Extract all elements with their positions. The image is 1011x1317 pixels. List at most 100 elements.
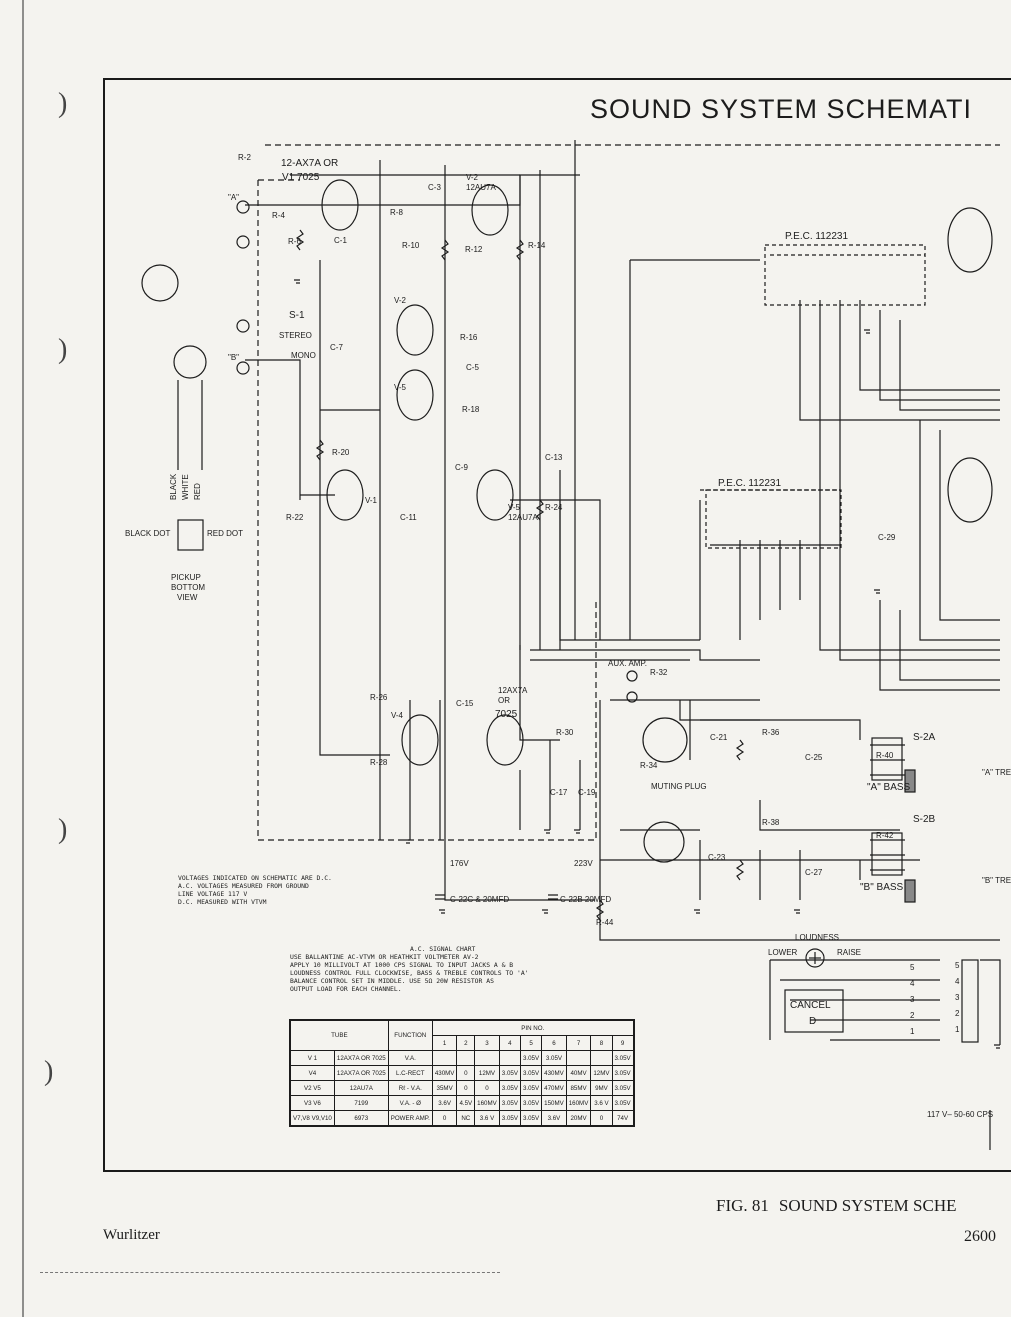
cell-pos: V7,V8 V9,V10 xyxy=(289,1110,335,1127)
cell-pin xyxy=(431,1050,458,1066)
pin-header: 3 xyxy=(474,1035,500,1051)
cell-pin: 74V xyxy=(611,1110,635,1127)
input-a-label: "A" xyxy=(228,193,239,202)
cell-pin: 3.05V xyxy=(519,1110,543,1127)
table-row: V7,V8 V9,V10 6973 POWER AMP. 0 NC 3.6 V … xyxy=(289,1110,635,1127)
header-tube: TUBE xyxy=(289,1019,389,1051)
capacitor-label: C-3 xyxy=(428,183,441,192)
wire-number-1: 1 xyxy=(910,1027,915,1036)
resistor-label: R-42 xyxy=(876,831,894,840)
raise-label: RAISE xyxy=(837,948,861,957)
cell-pin: 160MV xyxy=(565,1095,592,1111)
pickup-view-label: VIEW xyxy=(177,593,198,602)
cell-pin: 3.05V xyxy=(498,1080,521,1096)
resistor-label: R-44 xyxy=(596,918,614,927)
ac-chart-line: OUTPUT LOAD FOR EACH CHANNEL. xyxy=(290,985,402,993)
a-bass-label: "A" BASS xyxy=(867,782,911,793)
wire-number-3: 3 xyxy=(910,995,915,1004)
capacitor-label: C-13 xyxy=(545,453,563,462)
cell-pin: 40MV xyxy=(565,1065,592,1081)
cell-pin: 3.05V xyxy=(498,1110,521,1127)
stereo-label: STEREO xyxy=(279,331,312,340)
resistor-label: R-30 xyxy=(556,728,574,737)
input-b-label: "B" xyxy=(228,353,239,362)
v1-bottom-label: V-1 xyxy=(365,496,378,505)
cell-func: Rℓ - V.A. xyxy=(387,1080,433,1096)
cell-pin: 0 xyxy=(590,1110,613,1127)
cell-pin: 0 xyxy=(431,1110,458,1127)
cell-func: L.C-RECT xyxy=(387,1065,433,1081)
cancel-label: CANCEL xyxy=(790,1000,831,1011)
ac-chart-line: APPLY 10 MILLIVOLT AT 1000 CPS SIGNAL TO… xyxy=(290,961,514,969)
ac-signal-chart: A.C. SIGNAL CHART USE BALLANTINE AC-VTVM… xyxy=(290,945,670,993)
cell-pin: 4.5V xyxy=(456,1095,476,1111)
cell-pin: 3.05V xyxy=(611,1080,635,1096)
figure-caption: FIG. 81 SOUND SYSTEM SCHE xyxy=(716,1196,957,1216)
brand-name: Wurlitzer xyxy=(103,1227,160,1243)
pin-header: 9 xyxy=(611,1035,635,1051)
v5-label: V-5 xyxy=(508,503,521,512)
margin-bracket: ) xyxy=(58,814,68,845)
header-pin-no: PIN NO. xyxy=(431,1019,635,1036)
capacitor-label: C-9 xyxy=(455,463,468,472)
wire-number-2: 2 xyxy=(910,1011,915,1020)
cell-pin: 3.6 V xyxy=(590,1095,613,1111)
capacitor-label: C-5 xyxy=(466,363,479,372)
resistor-label: R-16 xyxy=(460,333,478,342)
resistor-label: R-6 xyxy=(288,237,301,246)
table-row: V3 V6 7199 V.A. - Ø 3.6V 4.5V 160MV 3.05… xyxy=(289,1095,635,1111)
v4-type-3: 7025 xyxy=(495,709,518,720)
cell-pos: V3 V6 xyxy=(289,1095,335,1111)
cell-tube: 7199 xyxy=(333,1095,389,1111)
table-header-row: TUBE FUNCTION PIN NO. xyxy=(289,1019,635,1051)
resistor-label: R-2 xyxy=(238,153,251,162)
pin-header: 4 xyxy=(498,1035,521,1051)
cell-pin xyxy=(456,1050,476,1066)
terminal-3: 3 xyxy=(955,993,960,1002)
cell-pin: 3.05V xyxy=(498,1065,521,1081)
black-dot-label: BLACK DOT xyxy=(125,529,170,538)
cell-pos: V4 xyxy=(289,1065,335,1081)
capacitor-label: C-7 xyxy=(330,343,343,352)
resistor-label: R-28 xyxy=(370,758,388,767)
margin-bracket: ) xyxy=(58,334,68,365)
pin-header: 5 xyxy=(519,1035,543,1051)
figure-number: FIG. 81 xyxy=(716,1196,769,1215)
wire-black-label: BLACK xyxy=(169,473,178,500)
cell-pin: 3.05V xyxy=(519,1080,543,1096)
mains-input-label: 117 V– 50-60 CPS xyxy=(927,1110,994,1119)
cell-pin: 0 xyxy=(456,1065,476,1081)
cell-pin: 3.05V xyxy=(611,1095,635,1111)
cell-func: V.A. - Ø xyxy=(387,1095,433,1111)
table-row: V2 V5 12AU7A Rℓ - V.A. 35MV 0 0 3.05V 3.… xyxy=(289,1080,635,1096)
red-dot-label: RED DOT xyxy=(207,529,243,538)
muting-plug-label: MUTING PLUG xyxy=(651,782,707,791)
b-plus-176v: 176V xyxy=(450,859,469,868)
pickup-bottom-label: BOTTOM xyxy=(171,583,205,592)
resistor-label: R-10 xyxy=(402,241,420,250)
capacitor-label: C-25 xyxy=(805,753,823,762)
cell-pin: 12MV xyxy=(474,1065,500,1081)
note-line: LINE VOLTAGE 117 V xyxy=(178,890,248,898)
capacitor-label: C-11 xyxy=(400,513,417,522)
resistor-label: R-26 xyxy=(370,693,388,702)
cell-pin: 3.05V xyxy=(611,1050,635,1066)
cell-pin: 3.05V xyxy=(498,1095,521,1111)
figure-title: SOUND SYSTEM SCHE xyxy=(778,1196,957,1215)
cell-pin: 3.05V xyxy=(611,1065,635,1081)
cell-pin: 20MV xyxy=(565,1110,592,1127)
capacitor-label: C-29 xyxy=(878,533,896,542)
margin-bracket: ) xyxy=(44,1056,54,1087)
resistor-label: R-40 xyxy=(876,751,894,760)
note-line: VOLTAGES INDICATED ON SCHEMATIC ARE D.C. xyxy=(178,874,332,882)
cell-pin xyxy=(565,1050,592,1066)
cell-tube: 12AX7A OR 7025 xyxy=(333,1050,389,1066)
pin-header: 1 xyxy=(431,1035,458,1051)
aux-amp-label: AUX. AMP. xyxy=(608,659,647,668)
v5-mid-label: V-5 xyxy=(394,383,407,392)
capacitor-label: C-23 xyxy=(708,853,726,862)
cell-pin xyxy=(474,1050,500,1066)
terminal-5: 5 xyxy=(955,961,960,970)
switch-s1-label: S-1 xyxy=(289,310,305,321)
resistor-label: R-8 xyxy=(390,208,403,217)
